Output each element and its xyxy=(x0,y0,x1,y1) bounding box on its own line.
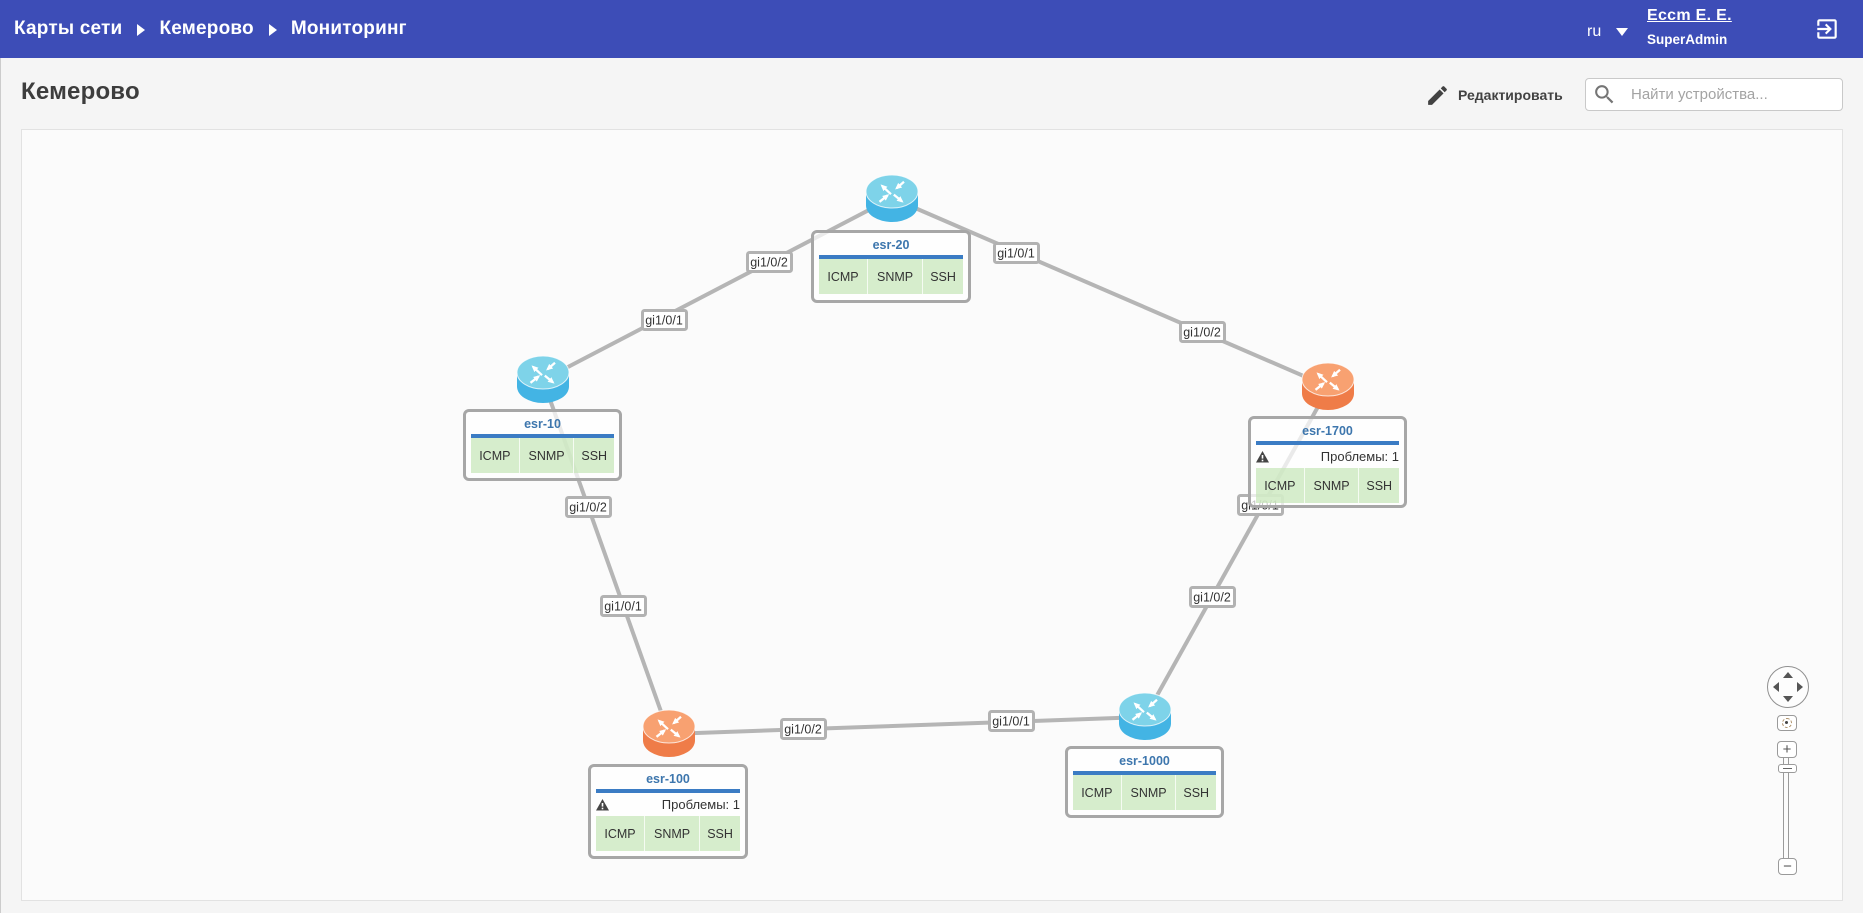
svg-text:gi1/0/1: gi1/0/1 xyxy=(997,247,1035,261)
svg-text:gi1/0/2: gi1/0/2 xyxy=(569,501,607,515)
svg-text:gi1/0/1: gi1/0/1 xyxy=(992,715,1030,729)
svg-text:gi1/0/1: gi1/0/1 xyxy=(645,314,683,328)
svg-text:gi1/0/2: gi1/0/2 xyxy=(784,723,822,737)
svg-text:gi1/0/2: gi1/0/2 xyxy=(750,256,788,270)
svg-text:gi1/0/2: gi1/0/2 xyxy=(1183,326,1221,340)
svg-text:gi1/0/2: gi1/0/2 xyxy=(1193,591,1231,605)
svg-text:gi1/0/1: gi1/0/1 xyxy=(604,600,642,614)
